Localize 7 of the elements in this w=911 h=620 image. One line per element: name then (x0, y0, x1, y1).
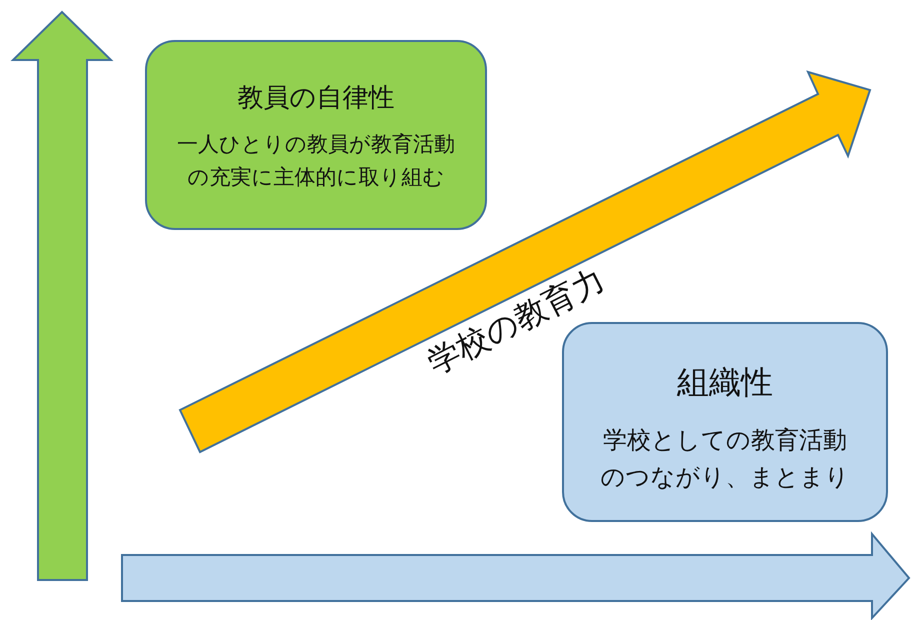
arrow-label: 学校の教育力 (420, 259, 612, 384)
box-text: 学校としての教育活動のつながり、まとまり (600, 424, 850, 493)
rounded-box (145, 40, 487, 230)
box-heading: 組織性 (677, 362, 773, 403)
rounded-box (562, 322, 888, 522)
box-text: 一人ひとりの教員が教育活動の充実に主体的に取り組む (176, 131, 456, 191)
box-heading: 教員の自律性 (238, 82, 394, 115)
